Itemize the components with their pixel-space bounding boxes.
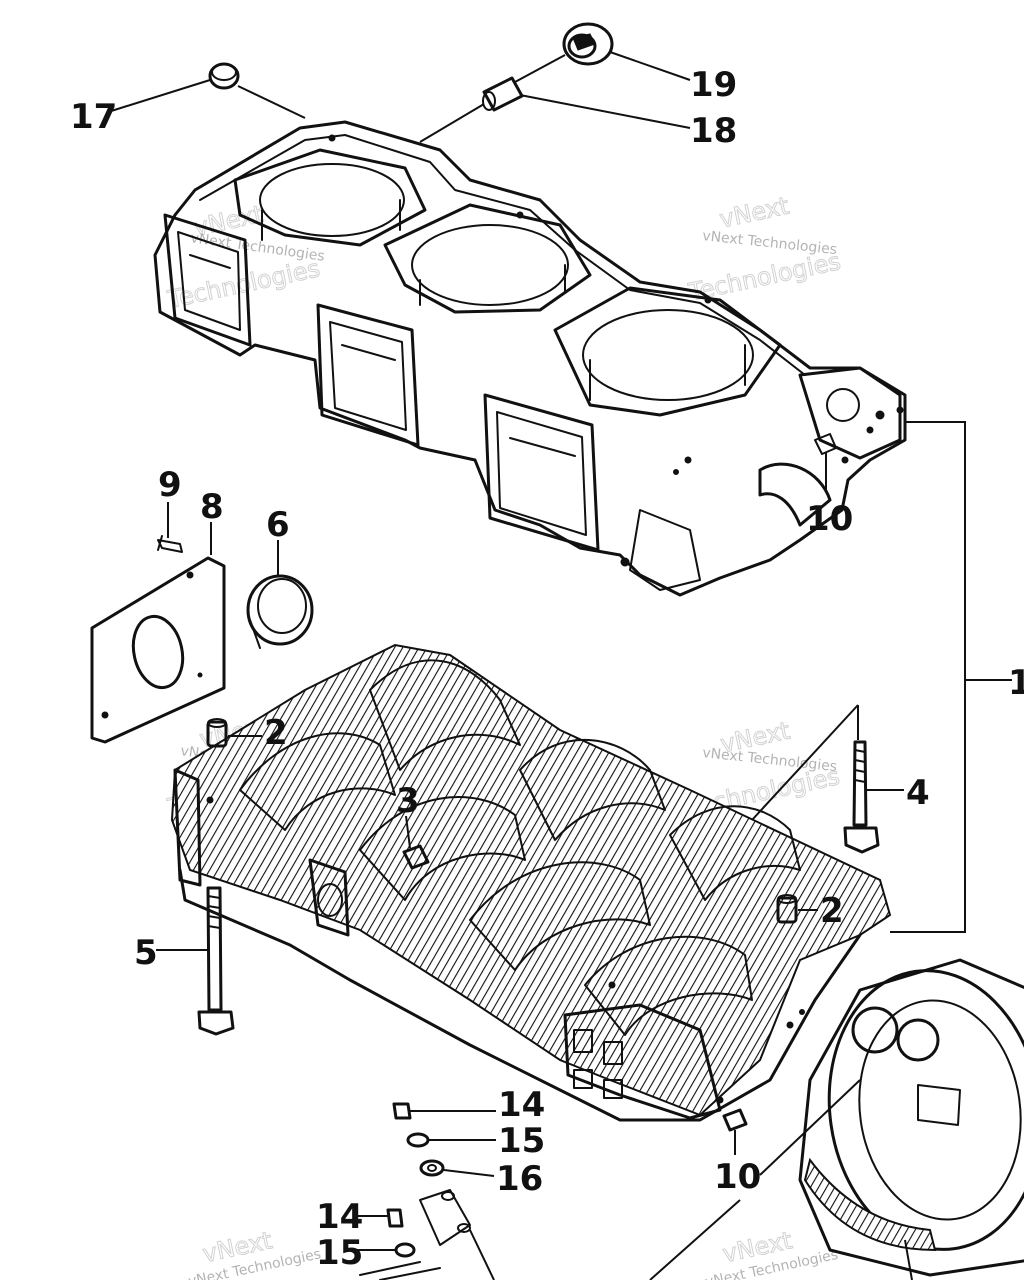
callout-10-upper: 10 bbox=[806, 499, 853, 539]
callout-10-lower: 10 bbox=[714, 1157, 761, 1197]
part-19-seal bbox=[562, 22, 614, 66]
watermark-small-top-right: vNext Technologies bbox=[702, 228, 838, 258]
callout-6: 6 bbox=[266, 505, 290, 545]
part-10-dowel-lower bbox=[722, 1108, 748, 1132]
part-4-bolt bbox=[843, 740, 880, 854]
callout-8: 8 bbox=[200, 487, 224, 527]
part-3-pin bbox=[402, 844, 430, 870]
callout-14-lower: 14 bbox=[316, 1197, 363, 1237]
svg-text:vNext: vNext bbox=[717, 192, 791, 234]
housing-bottom-right bbox=[798, 958, 1024, 1277]
part-6-ring bbox=[246, 574, 314, 649]
callout-1: 1 bbox=[1008, 663, 1024, 703]
lower-crankcase bbox=[170, 643, 892, 1122]
part-2-dowel-right bbox=[776, 894, 798, 924]
callout-19: 19 bbox=[690, 65, 737, 105]
callout-16: 16 bbox=[496, 1159, 543, 1199]
watermark-bottom-right: vNext vNext Technologies bbox=[704, 1226, 840, 1280]
callout-18: 18 bbox=[690, 111, 737, 151]
leader-lines bbox=[107, 51, 1012, 1280]
watermark-bottom-left: vNext vNext Technologies bbox=[187, 1226, 323, 1280]
part-15-washer-lower bbox=[394, 1242, 416, 1258]
upper-crankcase bbox=[153, 120, 907, 597]
part-17-plug bbox=[208, 62, 240, 90]
callout-2-left: 2 bbox=[264, 713, 288, 753]
watermark-small-top-left: vNext Technologies bbox=[189, 230, 325, 265]
callout-2-right: 2 bbox=[820, 891, 844, 931]
part-5-bolt bbox=[197, 886, 235, 1036]
part-14-screw-upper bbox=[392, 1102, 412, 1120]
callout-4: 4 bbox=[906, 773, 930, 813]
part-15-washer-upper bbox=[406, 1132, 430, 1148]
callout-15-lower: 15 bbox=[316, 1233, 363, 1273]
part-16-washer bbox=[419, 1159, 445, 1177]
callout-15-upper: 15 bbox=[498, 1121, 545, 1161]
callout-5: 5 bbox=[134, 933, 158, 973]
callout-9: 9 bbox=[158, 465, 182, 505]
callouts: 1 2 2 3 4 5 6 8 9 10 10 14 14 15 15 16 1… bbox=[70, 65, 1024, 1273]
part-8-plate bbox=[90, 556, 226, 744]
part-14-screw-lower bbox=[386, 1208, 404, 1228]
part-9-screw bbox=[157, 535, 183, 553]
part-2-dowel-left bbox=[206, 718, 228, 748]
part-18-pin bbox=[482, 76, 524, 112]
callout-17: 17 bbox=[70, 97, 117, 137]
bracket-bottom bbox=[359, 1189, 471, 1280]
callout-14-upper: 14 bbox=[498, 1085, 545, 1125]
callout-3: 3 bbox=[396, 781, 420, 821]
svg-text:Technologies: Technologies bbox=[165, 254, 323, 314]
